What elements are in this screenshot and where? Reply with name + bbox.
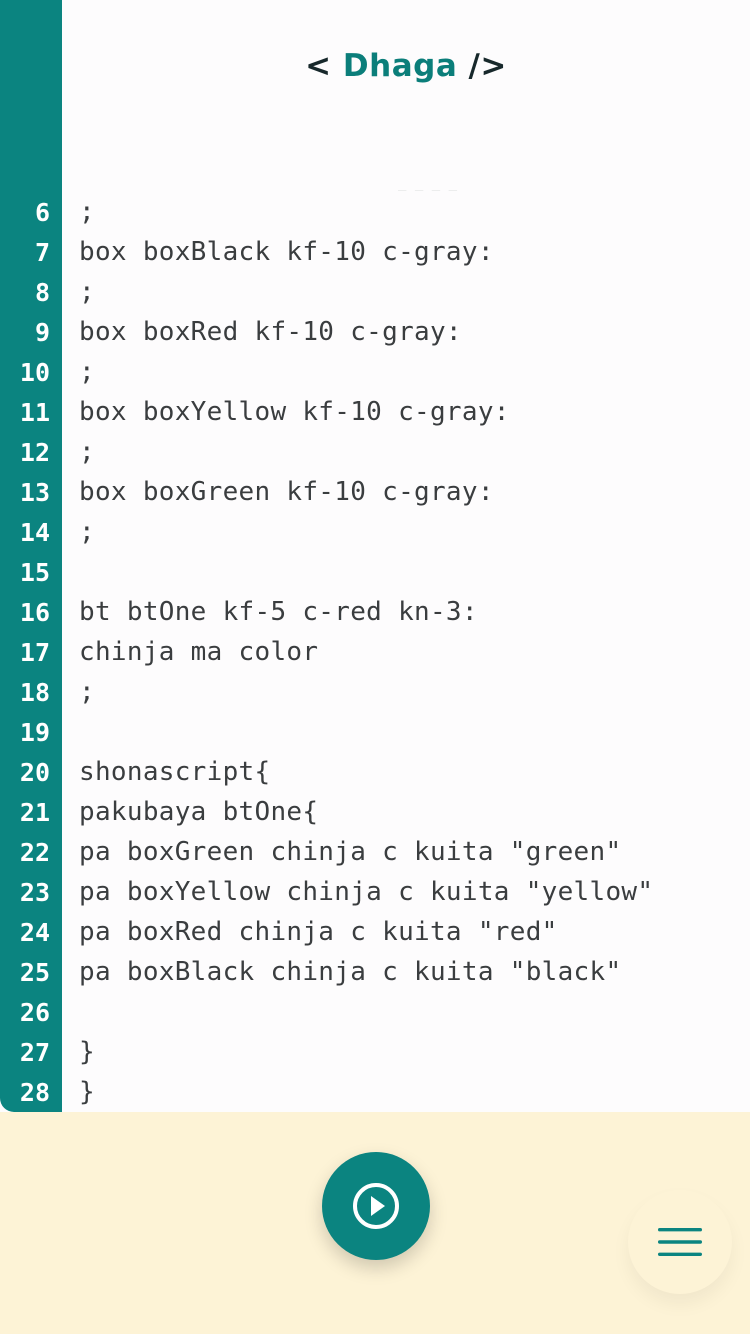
- code-line[interactable]: 24 pa boxRed chinja c kuita "red": [0, 912, 750, 952]
- line-number: 22: [19, 838, 50, 867]
- line-number: 24: [19, 918, 50, 947]
- code-text[interactable]: pakubaya btOne{: [79, 797, 319, 827]
- code-line[interactable]: 28}: [0, 1072, 750, 1112]
- code-text[interactable]: pa boxYellow chinja c kuita "yellow": [79, 877, 654, 907]
- code-line[interactable]: 22 pa boxGreen chinja c kuita "green": [0, 832, 750, 872]
- line-number: 7: [34, 238, 50, 267]
- code-line[interactable]: 19: [0, 712, 750, 752]
- code-text[interactable]: box boxRed kf-10 c-gray:: [79, 317, 462, 347]
- code-line[interactable]: 6;: [0, 192, 750, 232]
- line-number: 17: [19, 638, 50, 667]
- code-text[interactable]: ;: [79, 197, 95, 227]
- line-number: 6: [34, 198, 50, 227]
- code-text[interactable]: ;: [79, 677, 95, 707]
- play-circle-icon: [351, 1181, 401, 1231]
- run-button[interactable]: [322, 1152, 430, 1260]
- line-number: 25: [19, 958, 50, 987]
- code-line[interactable]: 21 pakubaya btOne{: [0, 792, 750, 832]
- code-line[interactable]: 23 pa boxYellow chinja c kuita "yellow": [0, 872, 750, 912]
- code-text[interactable]: }: [79, 1037, 95, 1067]
- code-line[interactable]: 16 bt btOne kf-5 c-red kn-3:: [0, 592, 750, 632]
- code-text[interactable]: ;: [79, 357, 95, 387]
- code-line[interactable]: 13 box boxGreen kf-10 c-gray:: [0, 472, 750, 512]
- code-text[interactable]: pa boxGreen chinja c kuita "green": [79, 837, 622, 867]
- code-line[interactable]: 11 box boxYellow kf-10 c-gray:: [0, 392, 750, 432]
- code-text[interactable]: ;: [79, 437, 95, 467]
- code-lines[interactable]: 6; 7 box boxBlack kf-10 c-gray: 8; 9 box boxR…: [0, 192, 750, 1112]
- code-text[interactable]: bt btOne kf-5 c-red kn-3:: [79, 597, 478, 627]
- code-text[interactable]: box boxBlack kf-10 c-gray:: [79, 237, 494, 267]
- code-line[interactable]: 15: [0, 552, 750, 592]
- line-number: 18: [19, 678, 50, 707]
- code-line[interactable]: 26: [0, 992, 750, 1032]
- code-line[interactable]: 9 box boxRed kf-10 c-gray:: [0, 312, 750, 352]
- code-line[interactable]: 7 box boxBlack kf-10 c-gray:: [0, 232, 750, 272]
- title-close-bracket: />: [457, 48, 507, 84]
- hamburger-menu-icon: [656, 1225, 704, 1259]
- menu-button[interactable]: [628, 1190, 732, 1294]
- line-number: 21: [19, 798, 50, 827]
- code-line[interactable]: 12;: [0, 432, 750, 472]
- code-text[interactable]: box boxYellow kf-10 c-gray:: [79, 397, 510, 427]
- code-text[interactable]: box boxGreen kf-10 c-gray:: [79, 477, 494, 507]
- line-number: 9: [34, 318, 50, 347]
- line-number: 12: [19, 438, 50, 467]
- code-line[interactable]: 20 shonascript{: [0, 752, 750, 792]
- line-number: 13: [19, 478, 50, 507]
- code-line[interactable]: 14;: [0, 512, 750, 552]
- title-brand: Dhaga: [342, 48, 458, 84]
- code-text[interactable]: pa boxBlack chinja c kuita "black": [79, 957, 622, 987]
- line-number: 15: [19, 558, 50, 587]
- code-line[interactable]: 25 pa boxBlack chinja c kuita "black": [0, 952, 750, 992]
- code-line[interactable]: 10;: [0, 352, 750, 392]
- code-editor[interactable]: < Dhaga /> _ _ _ _ 6; 7 box boxBlack kf-10…: [0, 0, 750, 1112]
- code-line[interactable]: 17 chinja ma color: [0, 632, 750, 672]
- code-line[interactable]: 8;: [0, 272, 750, 312]
- code-text[interactable]: ;: [79, 277, 95, 307]
- line-number: 8: [34, 278, 50, 307]
- code-text[interactable]: ;: [79, 517, 95, 547]
- line-number: 10: [19, 358, 50, 387]
- code-text[interactable]: shonascript{: [79, 757, 271, 787]
- title-open-bracket: <: [305, 48, 343, 84]
- line-number-gutter: [0, 0, 62, 1112]
- line-number: 23: [19, 878, 50, 907]
- line-number: 11: [19, 398, 50, 427]
- line-number: 20: [19, 758, 50, 787]
- code-line[interactable]: 18;: [0, 672, 750, 712]
- app-title: < Dhaga />: [62, 48, 750, 84]
- line-number: 28: [19, 1078, 50, 1107]
- code-line[interactable]: 27}: [0, 1032, 750, 1072]
- line-number: 26: [19, 998, 50, 1027]
- line-number: 19: [19, 718, 50, 747]
- line-number: 27: [19, 1038, 50, 1067]
- code-text[interactable]: pa boxRed chinja c kuita "red": [79, 917, 558, 947]
- line-number: 16: [19, 598, 50, 627]
- line-number: 14: [19, 518, 50, 547]
- code-text[interactable]: chinja ma color: [79, 637, 319, 667]
- code-text[interactable]: }: [79, 1077, 95, 1107]
- scrolled-out-code-fragment: _ _ _ _: [398, 175, 458, 191]
